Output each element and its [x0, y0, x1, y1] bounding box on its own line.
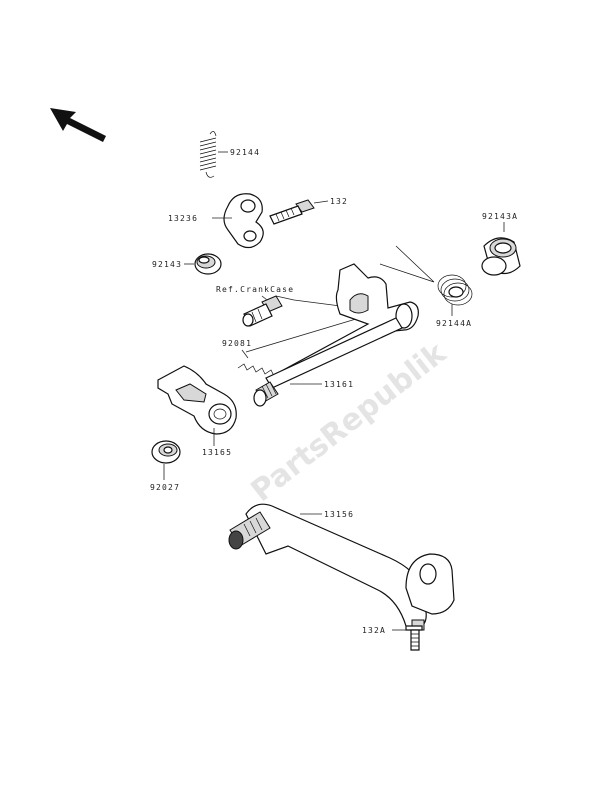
- label-92144a: 92144A: [436, 319, 472, 328]
- label-92143: 92143: [152, 260, 182, 269]
- label-13165: 13165: [202, 448, 232, 457]
- bolt-132: 132: [269, 197, 348, 225]
- front-arrow-icon: [50, 108, 106, 142]
- shift-shaft-13161: 13161: [253, 263, 419, 407]
- shift-arm-13165: 13165: [157, 365, 237, 457]
- shift-pedal-13156: 13156: [228, 503, 455, 631]
- lever-plate-13236: 13236: [168, 193, 264, 249]
- watermark: PartsRepublik: [245, 335, 454, 509]
- label-132: 132: [330, 197, 348, 206]
- label-132a: 132A: [362, 626, 386, 635]
- crankcase-pin: Ref.CrankCase: [216, 285, 403, 327]
- label-13161: 13161: [324, 380, 354, 389]
- torsion-spring-92144a: 92144A: [379, 245, 473, 328]
- spring-92081: 92081: [222, 315, 367, 377]
- label-ref-crankcase: Ref.CrankCase: [216, 285, 294, 294]
- label-92081: 92081: [222, 339, 252, 348]
- label-13156: 13156: [324, 510, 354, 519]
- collar-92143a: 92143A: [481, 212, 521, 276]
- washer-92027: 92027: [150, 440, 181, 492]
- collar-92143: 92143: [152, 253, 222, 275]
- label-92027: 92027: [150, 483, 180, 492]
- label-92143a: 92143A: [482, 212, 518, 221]
- spring-92144: 92144: [199, 131, 260, 178]
- label-13236: 13236: [168, 214, 198, 223]
- bolt-132a: 132A: [362, 619, 425, 651]
- label-92144: 92144: [230, 148, 260, 157]
